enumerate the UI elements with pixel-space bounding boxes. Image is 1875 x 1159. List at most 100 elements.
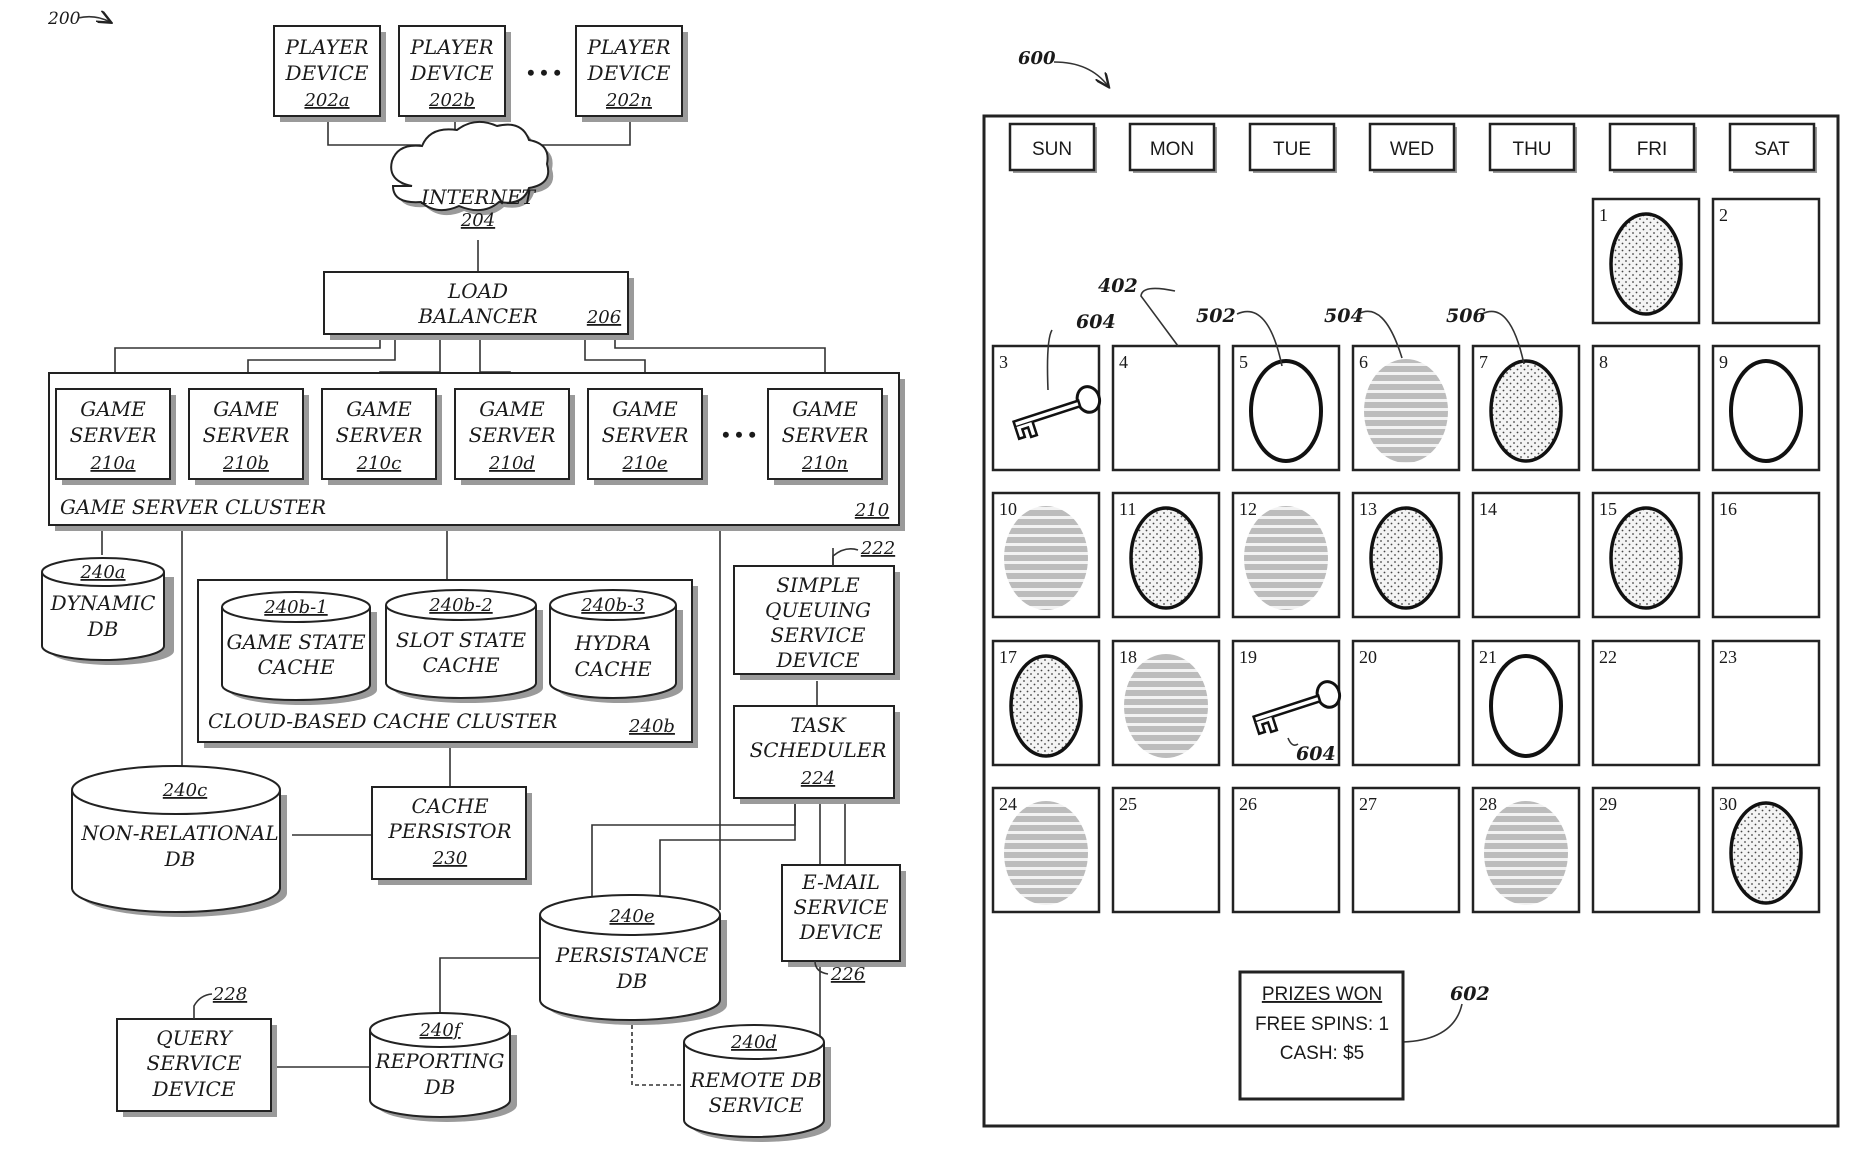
callout-402: 402 [1098, 275, 1138, 297]
day-cell-29: 29 [1593, 788, 1699, 912]
fig-200-ref: 200 [47, 9, 81, 29]
day-cell-1: 1 [1593, 199, 1699, 323]
svg-text:240f: 240f [418, 1020, 463, 1041]
svg-text:REMOTE DB: REMOTE DB [689, 1068, 822, 1092]
game-server-c: GAME SERVER 210c [322, 389, 442, 485]
player-ellipsis: • • • [527, 60, 561, 85]
svg-text:DEVICE: DEVICE [587, 61, 671, 85]
svg-text:SERVICE: SERVICE [709, 1093, 804, 1117]
fig-600-ref: 600 [1018, 48, 1056, 69]
day-cell-18: 18 [1113, 641, 1219, 765]
svg-text:PERSISTOR: PERSISTOR [387, 819, 511, 843]
svg-text:GAME STATE: GAME STATE [226, 630, 365, 654]
non-relational-db: 240c NON-RELATIONAL DB [72, 766, 287, 917]
svg-text:29: 29 [1599, 794, 1617, 814]
load-balancer: LOAD BALANCER 206 [324, 272, 634, 340]
prizes-cash: CASH: $5 [1280, 1043, 1364, 1064]
callout-502: 502 [1196, 305, 1236, 327]
day-cell-16: 16 [1713, 493, 1819, 617]
svg-text:INTERNET: INTERNET [420, 185, 536, 209]
svg-text:5: 5 [1239, 352, 1248, 372]
svg-text:202n: 202n [605, 90, 652, 111]
day-header-mon: MON [1130, 124, 1217, 173]
svg-text:CACHE: CACHE [574, 657, 651, 681]
svg-text:SLOT STATE: SLOT STATE [396, 628, 527, 652]
day-header-thu: THU [1490, 124, 1577, 173]
prizes-won-box: PRIZES WON FREE SPINS: 1 CASH: $5 [1240, 972, 1403, 1099]
spotted-egg-icon [1491, 361, 1561, 461]
svg-text:240c: 240c [162, 780, 207, 801]
svg-text:240b-1: 240b-1 [263, 597, 327, 618]
svg-text:240b: 240b [628, 716, 675, 737]
day-cell-27: 27 [1353, 788, 1459, 912]
day-cell-30: 30 [1713, 788, 1819, 912]
callout-506: 506 [1446, 305, 1486, 327]
svg-text:4: 4 [1119, 352, 1128, 372]
callout-504: 504 [1324, 305, 1364, 327]
query-service-device: QUERY SERVICE DEVICE 228 [117, 984, 277, 1117]
svg-text:DEVICE: DEVICE [152, 1077, 236, 1101]
svg-text:SIMPLE: SIMPLE [776, 573, 860, 597]
svg-text:CACHE: CACHE [422, 653, 499, 677]
svg-text:14: 14 [1479, 499, 1497, 519]
day-header-fri: FRI [1610, 124, 1697, 173]
svg-text:202b: 202b [428, 90, 475, 111]
svg-text:PLAYER: PLAYER [409, 35, 493, 59]
svg-text:DB: DB [616, 969, 648, 993]
svg-text:17: 17 [999, 647, 1017, 667]
svg-text:230: 230 [432, 848, 467, 869]
svg-text:11: 11 [1119, 499, 1136, 519]
svg-text:21: 21 [1479, 647, 1497, 667]
svg-text:LOAD: LOAD [447, 279, 508, 303]
svg-text:16: 16 [1719, 499, 1737, 519]
game-server-d: GAME SERVER 210d [455, 389, 575, 485]
svg-text:CACHE: CACHE [257, 655, 334, 679]
day-cell-26: 26 [1233, 788, 1339, 912]
svg-text:12: 12 [1239, 499, 1257, 519]
figure-200: 200 [42, 9, 906, 1142]
svg-text:210c: 210c [356, 453, 401, 474]
svg-text:DYNAMIC: DYNAMIC [50, 591, 156, 615]
svg-text:PLAYER: PLAYER [284, 35, 368, 59]
day-cell-17: 17 [993, 641, 1099, 765]
svg-text:7: 7 [1479, 352, 1488, 372]
hydra-cache: 240b-3 HYDRA CACHE [550, 590, 683, 703]
day-cell-10: 10 [993, 493, 1099, 617]
svg-text:HYDRA: HYDRA [574, 631, 651, 655]
svg-text:SCHEDULER: SCHEDULER [750, 738, 887, 762]
fig-200-arrow [78, 17, 110, 22]
faded-egg-icon [1244, 506, 1328, 610]
svg-text:28: 28 [1479, 794, 1497, 814]
svg-text:SERVER: SERVER [602, 423, 689, 447]
day-headers: SUNMONTUEWEDTHUFRISAT [1010, 124, 1817, 173]
svg-text:SERVER: SERVER [203, 423, 290, 447]
spotted-egg-icon [1611, 508, 1681, 608]
svg-text:6: 6 [1359, 352, 1368, 372]
sqs-device: SIMPLE QUEUING SERVICE DEVICE 222 [734, 538, 900, 680]
day-cell-11: 11 [1113, 493, 1219, 617]
svg-text:FRI: FRI [1637, 139, 1668, 160]
svg-text:DEVICE: DEVICE [799, 920, 883, 944]
svg-text:DB: DB [87, 617, 119, 641]
player-device-n: PLAYER DEVICE 202n [576, 26, 688, 122]
svg-text:206: 206 [586, 307, 621, 328]
svg-text:27: 27 [1359, 794, 1377, 814]
svg-text:25: 25 [1119, 794, 1137, 814]
day-cell-23: 23 [1713, 641, 1819, 765]
svg-text:GAME: GAME [792, 397, 858, 421]
svg-text:228: 228 [212, 984, 247, 1005]
svg-text:240b-2: 240b-2 [428, 595, 492, 616]
svg-text:CACHE: CACHE [411, 794, 488, 818]
day-cell-28: 28 [1473, 788, 1579, 912]
svg-text:CLOUD-BASED CACHE CLUSTER: CLOUD-BASED CACHE CLUSTER [208, 709, 557, 733]
game-server-n: GAME SERVER 210n [768, 389, 888, 485]
svg-text:240e: 240e [608, 906, 654, 927]
svg-text:224: 224 [800, 768, 835, 789]
faded-egg-icon [1484, 801, 1568, 905]
callout-604-top: 604 [1076, 311, 1116, 333]
email-service-device: E-MAIL SERVICE DEVICE 226 [782, 865, 906, 985]
day-cell-20: 20 [1353, 641, 1459, 765]
game-server-b: GAME SERVER 210b [189, 389, 309, 485]
day-cell-8: 8 [1593, 346, 1699, 470]
svg-text:24: 24 [999, 794, 1017, 814]
